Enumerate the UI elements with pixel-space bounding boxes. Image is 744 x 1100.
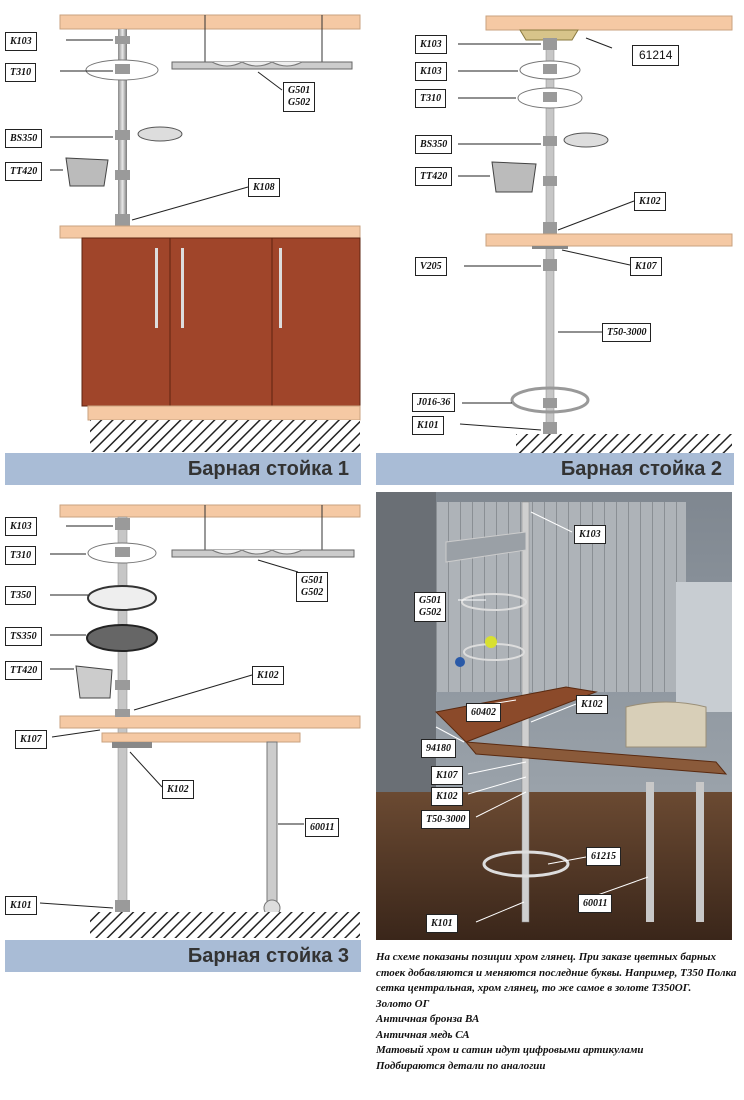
label-bs350: BS350 <box>5 129 43 148</box>
tt420-basket <box>491 161 537 193</box>
ts350-shelf <box>86 624 158 652</box>
label-k102: K102 <box>634 192 666 211</box>
label-k101: K101 <box>426 914 458 933</box>
label-g502: G502 <box>288 97 311 108</box>
ceiling-board <box>485 15 733 31</box>
label-k101: K101 <box>5 896 37 915</box>
note-line-matte: Матовый хром и сатин идут цифровыми арти… <box>376 1044 644 1056</box>
label-k107: K107 <box>630 257 662 276</box>
label-tt420: TT420 <box>415 167 453 186</box>
label-k103: K103 <box>5 32 37 51</box>
label-tt420: TT420 <box>5 661 43 680</box>
label-k103-holder: K103 <box>415 62 447 81</box>
panel-bar-counter-3: K103 T310 T350 TS350 TT420 K102 K107 K10… <box>0 490 372 980</box>
label-61215: 61215 <box>586 847 621 866</box>
label-t310: T310 <box>5 63 37 82</box>
label-60011: 60011 <box>305 818 340 837</box>
label-k101: K101 <box>412 416 444 435</box>
note-line-gold: Золото ОГ <box>376 997 430 1010</box>
floor-hatch <box>516 434 732 454</box>
label-k102-lower: K102 <box>162 780 194 799</box>
panel-photo: K103 G501 G502 60402 K102 94180 K107 K10… <box>376 492 732 940</box>
label-bs350: BS350 <box>415 135 453 154</box>
floor-hatch <box>90 420 360 452</box>
note-line-bronze: Античная бронза ВА <box>376 1013 480 1025</box>
plinth <box>87 405 361 421</box>
countertop <box>485 233 733 247</box>
label-k107: K107 <box>431 766 463 785</box>
diagram-bar-counter-1 <box>50 14 361 452</box>
label-t50-3000: T50-3000 <box>421 810 471 829</box>
countertop <box>59 715 361 729</box>
label-t50-3000: T50-3000 <box>602 323 652 342</box>
label-k103-top: K103 <box>415 35 447 54</box>
note-paragraph: На схеме показаны позиции хром глянец. П… <box>376 951 737 994</box>
diagram-bar-counter-3 <box>39 504 361 938</box>
pole <box>118 29 127 229</box>
label-k107: K107 <box>15 730 47 749</box>
caption-bar-counter-2: Барная стойка 2 <box>376 453 734 485</box>
j016-footrest <box>510 386 590 414</box>
label-t310: T310 <box>415 89 447 108</box>
t350-shelf <box>87 585 157 611</box>
label-k108: K108 <box>248 178 280 197</box>
lower-counter <box>101 732 301 743</box>
label-g501: G501 <box>301 575 324 586</box>
label-g501-g502: G501 G502 <box>296 572 329 602</box>
note-line-copper: Античная медь СА <box>376 1028 470 1041</box>
ceiling-board <box>59 14 361 30</box>
photo-bar-counter <box>376 492 732 940</box>
label-k102-upper: K102 <box>252 666 284 685</box>
cabinet-doors <box>81 237 361 407</box>
label-k103: K103 <box>5 517 37 536</box>
label-g501: G501 <box>288 85 311 96</box>
label-tt420: TT420 <box>5 162 43 181</box>
countertop <box>59 225 361 239</box>
caption-bar-counter-1: Барная стойка 1 <box>5 453 361 485</box>
floor-hatch <box>90 912 360 938</box>
panel-bar-counter-1: K103 T310 BS350 TT420 K108 G501 G502 Бар… <box>0 0 372 490</box>
tt420-basket <box>65 157 109 187</box>
leg-60011 <box>266 741 278 905</box>
photo-counter <box>434 686 598 743</box>
label-j016-36: J016-36 <box>412 393 456 412</box>
label-g502: G502 <box>301 587 324 598</box>
label-t350: T350 <box>5 586 37 605</box>
label-t310: T310 <box>5 546 37 565</box>
label-g502: G502 <box>419 607 442 618</box>
diagram-bar-counter-2 <box>458 15 733 454</box>
label-61214: 61214 <box>632 45 680 66</box>
label-g501-g502: G501 G502 <box>414 592 447 622</box>
caption-bar-counter-3: Барная стойка 3 <box>5 940 361 972</box>
notes: На схеме показаны позиции хром глянец. П… <box>376 950 738 1074</box>
photo-cabinet <box>676 582 732 712</box>
ceiling-cap <box>519 29 579 41</box>
label-94180: 94180 <box>421 739 456 758</box>
panel-bar-counter-2: K103 K103 T310 BS350 TT420 61214 K102 V2… <box>372 0 744 490</box>
label-ts350: TS350 <box>5 627 42 646</box>
photo-footrest <box>482 850 570 878</box>
label-g501: G501 <box>419 595 442 606</box>
label-60402: 60402 <box>466 703 501 722</box>
label-k103: K103 <box>574 525 606 544</box>
label-60011: 60011 <box>578 894 613 913</box>
bs350-shelf <box>137 126 183 142</box>
tt420-basket <box>75 665 113 699</box>
label-k102-upper: K102 <box>576 695 608 714</box>
label-k102-lower: K102 <box>431 787 463 806</box>
ceiling-board <box>59 504 361 518</box>
note-line-analogy: Подбираются детали по аналогии <box>376 1059 546 1072</box>
label-v205: V205 <box>415 257 447 276</box>
label-g501-g502: G501 G502 <box>283 82 316 112</box>
bs350-shelf <box>563 132 609 148</box>
